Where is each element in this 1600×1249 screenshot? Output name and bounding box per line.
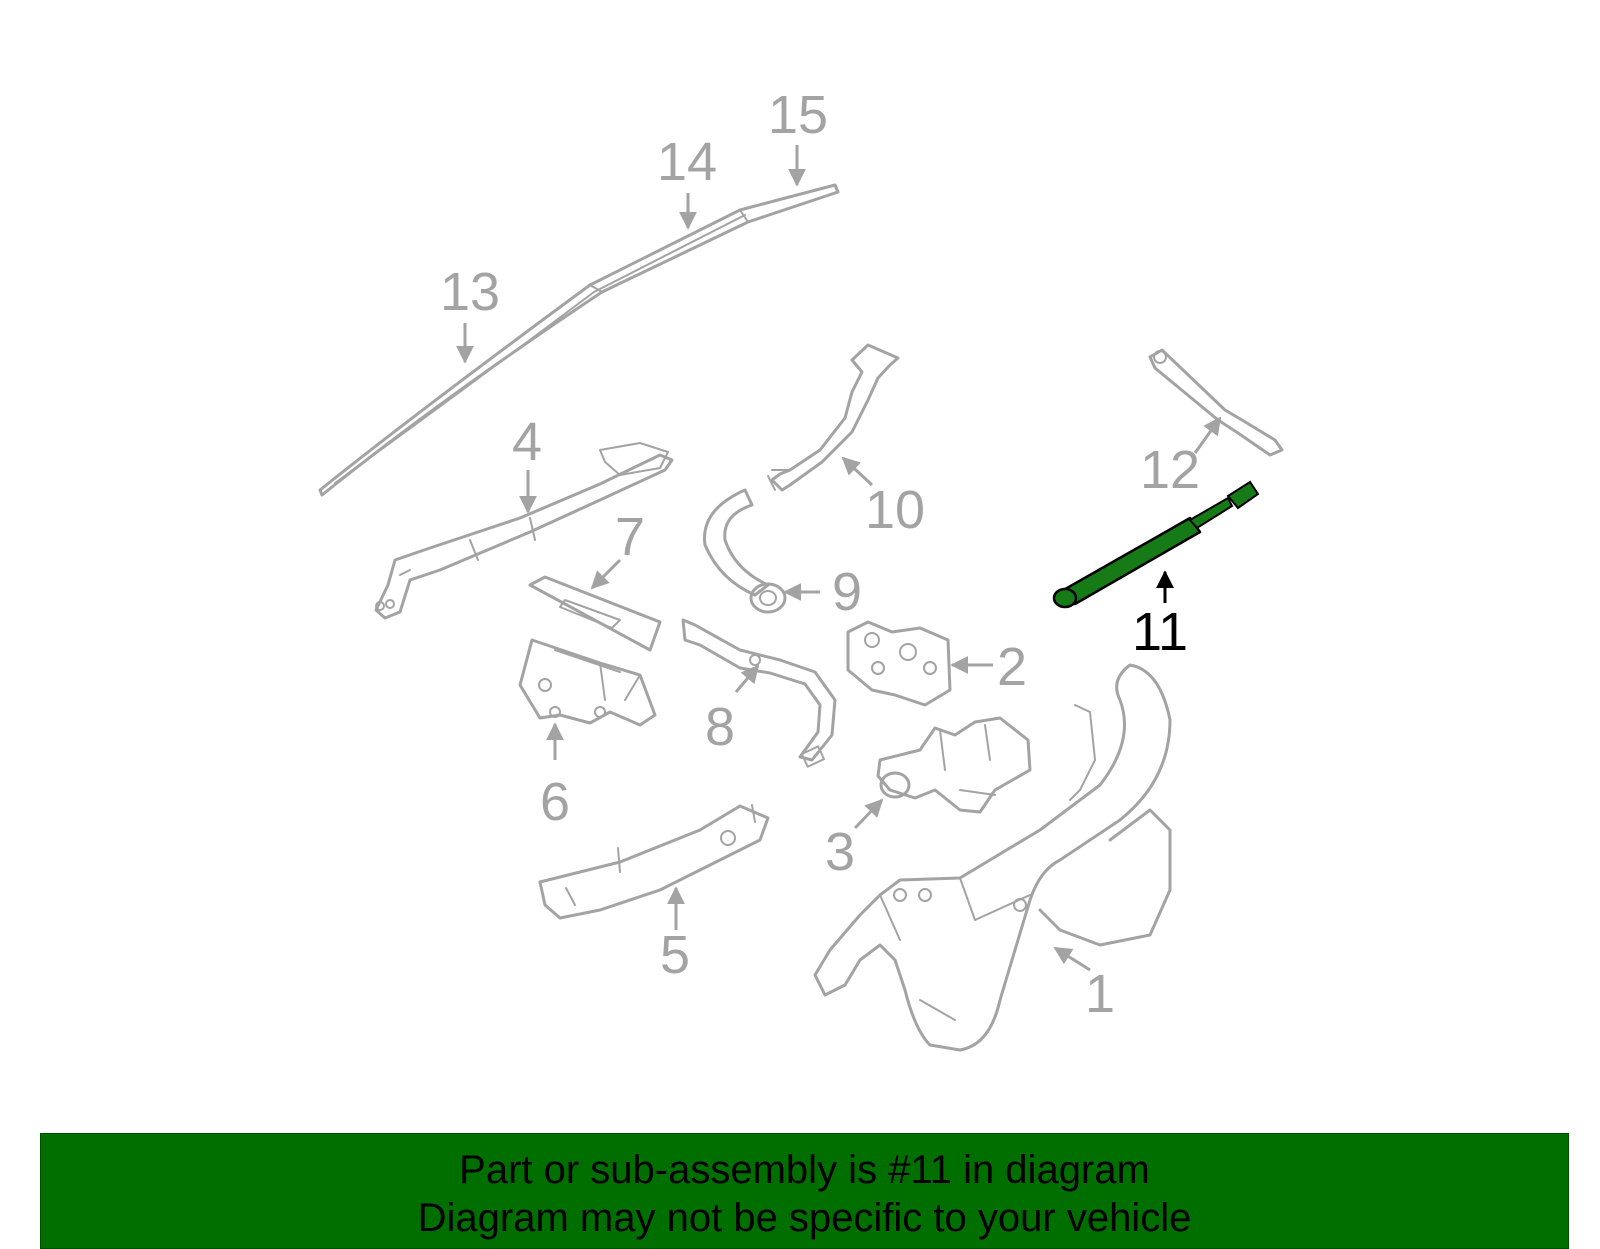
part-2-block-mount xyxy=(846,620,952,707)
callout-10: 10 xyxy=(865,480,925,540)
part-6-mount-bracket xyxy=(518,638,657,727)
callout-6: 6 xyxy=(540,772,570,832)
footer-line-disclaimer: Diagram may not be specific to your vehi… xyxy=(417,1196,1192,1240)
leader-arrows xyxy=(456,145,1222,972)
callout-2: 2 xyxy=(997,637,1027,697)
part-10-hose xyxy=(767,343,900,492)
callout-5: 5 xyxy=(660,925,690,985)
part-5-lower-plate xyxy=(538,804,770,920)
callout-14: 14 xyxy=(657,132,717,192)
part-4-bracket-rail xyxy=(374,442,674,620)
callout-9: 9 xyxy=(832,562,862,622)
callout-7: 7 xyxy=(615,507,645,567)
callout-13: 13 xyxy=(440,262,500,322)
parts-diagram: 13 14 15 4 7 6 8 9 10 2 3 5 1 12 11 xyxy=(318,85,1284,1052)
callout-3: 3 xyxy=(825,822,855,882)
part-12-gas-strut xyxy=(1148,348,1284,457)
callout-12: 12 xyxy=(1140,440,1200,500)
part-13-14-15-roof-trim xyxy=(318,183,840,497)
callout-15: 15 xyxy=(768,85,828,145)
callout-labels: 13 14 15 4 7 6 8 9 10 2 3 5 1 12 11 xyxy=(440,85,1200,1024)
footer-banner: Part or sub-assembly is #11 in diagram D… xyxy=(40,1133,1569,1249)
footer-line-part-number: Part or sub-assembly is #11 in diagram xyxy=(459,1148,1150,1192)
part-7-plate xyxy=(528,575,662,652)
part-3-latch-bracket xyxy=(876,716,1032,814)
part-11-gas-strut-highlighted xyxy=(1052,480,1260,609)
callout-8: 8 xyxy=(705,697,735,757)
callout-4: 4 xyxy=(512,412,542,472)
part-1-main-frame xyxy=(813,663,1172,1052)
callout-11: 11 xyxy=(1132,602,1188,662)
part-9-hose-grommet xyxy=(703,488,787,614)
callout-1: 1 xyxy=(1085,964,1115,1024)
